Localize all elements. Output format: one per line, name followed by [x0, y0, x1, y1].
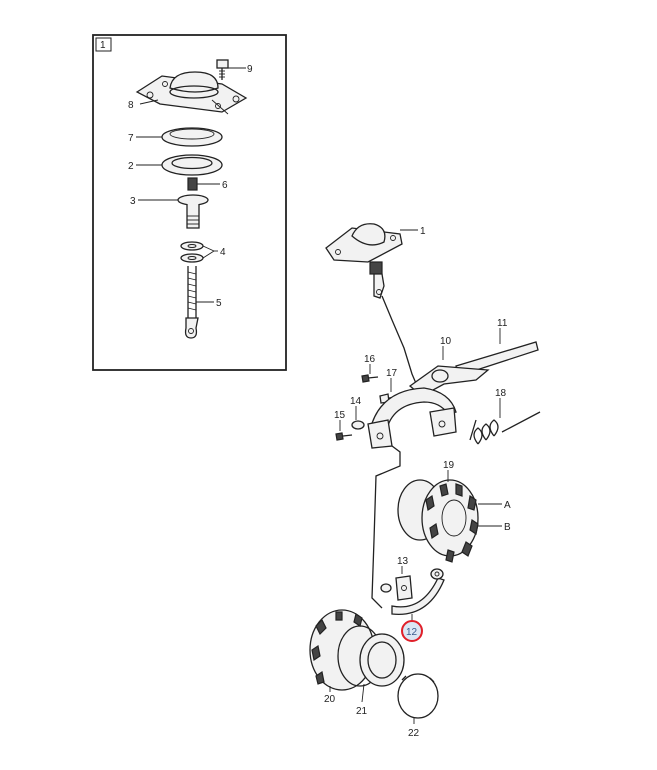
- part-22-circlip[interactable]: [397, 673, 439, 719]
- part-19-synchro-hub[interactable]: [397, 479, 479, 563]
- inset-detail-box: 1: [92, 34, 287, 371]
- part-16-bolt[interactable]: [361, 374, 379, 383]
- part-4-washers[interactable]: [180, 241, 204, 263]
- callout-main-20: 20: [324, 694, 336, 705]
- callout-main-22: 22: [408, 728, 420, 739]
- part-20-toothed-ring[interactable]: [309, 609, 383, 691]
- highlighted-callout-12[interactable]: 12: [401, 620, 423, 642]
- part-15-screw[interactable]: [335, 432, 353, 441]
- callout-2: 2: [128, 161, 134, 172]
- callout-main-A: A: [504, 500, 511, 511]
- callout-3: 3: [130, 196, 136, 207]
- callout-9: 9: [247, 64, 253, 75]
- part-1-cable-housing[interactable]: [325, 223, 419, 389]
- callout-4: 4: [220, 247, 226, 258]
- part-3-bolt[interactable]: [177, 194, 209, 229]
- callout-7: 7: [128, 133, 134, 144]
- callout-main-15: 15: [334, 410, 346, 421]
- part-18-spring[interactable]: [469, 411, 541, 445]
- callout-main-1: 1: [420, 226, 426, 237]
- callout-main-19: 19: [443, 460, 455, 471]
- part-21-bearing-ring[interactable]: [359, 633, 405, 687]
- callout-main-12: 12: [406, 627, 418, 638]
- callout-main-17: 17: [386, 368, 398, 379]
- callout-main-13: 13: [397, 556, 409, 567]
- callout-main-21: 21: [356, 706, 368, 717]
- callout-5: 5: [216, 298, 222, 309]
- part-13-block[interactable]: [380, 575, 413, 601]
- part-12-strap[interactable]: [391, 568, 445, 616]
- part-2-ring[interactable]: [161, 154, 223, 176]
- part-6-nut[interactable]: [187, 177, 198, 191]
- callout-6: 6: [222, 180, 228, 191]
- callout-main-10: 10: [440, 336, 452, 347]
- part-8-flange-plate[interactable]: [135, 71, 248, 113]
- shift-fork-bracket[interactable]: [367, 387, 457, 609]
- callout-main-11: 11: [497, 318, 508, 329]
- callout-main-B: B: [504, 522, 511, 533]
- inset-box-label: 1: [100, 40, 106, 51]
- part-7-cup-washer[interactable]: [161, 127, 223, 147]
- part-9-screw[interactable]: [216, 59, 229, 80]
- callout-main-14: 14: [350, 396, 362, 407]
- callout-main-16: 16: [364, 354, 376, 365]
- part-5-threaded-rod[interactable]: [184, 266, 199, 339]
- callout-8: 8: [128, 100, 134, 111]
- part-14-washer[interactable]: [351, 420, 365, 430]
- callout-main-18: 18: [495, 388, 507, 399]
